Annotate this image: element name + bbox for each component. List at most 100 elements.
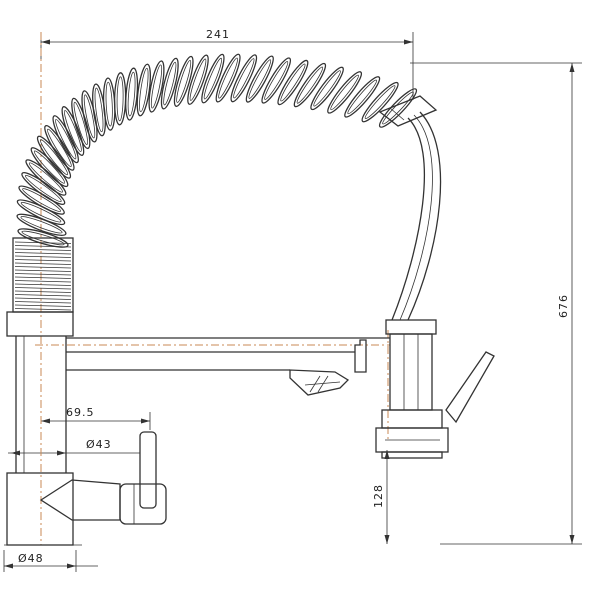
coil-top-holder [378,95,438,127]
coil-loop-inner [127,71,136,117]
spray-lever [445,351,495,424]
dimension-label-69-5: 69.5 [66,406,95,419]
coil-loop-inner [203,57,223,100]
coil-loop [378,88,418,128]
coil-loop-inner [150,64,163,109]
coil-loop-inner [22,188,62,212]
coil-loop-inner [189,58,207,101]
coil-loop [293,62,327,108]
coil-loop-inner [233,58,255,99]
sleeve-rib [14,245,72,248]
sleeve-rib [14,262,72,265]
sleeve-rib [14,283,72,286]
coil-loop-inner [280,63,306,102]
dimension-label-diameter-43: Ø43 [86,438,112,451]
coil-loop [21,172,66,205]
coil-loop-inner [264,61,289,100]
coil-loop-inner [20,201,62,223]
coil-loop [136,63,152,117]
sleeve-rib [14,252,72,255]
coil-loop-inner [116,76,124,122]
coil-loop-inner [64,110,82,152]
sleeve-rib [14,297,72,300]
coil-loop-inner [347,79,378,115]
dimension-diameter-48: Ø48 [3,550,98,572]
collar [6,311,74,337]
dimension-diameter-43: Ø43 [8,438,140,456]
dimension-height-total: 676 [410,62,582,545]
dimension-spout-height: 128 [372,450,390,544]
coil-loop [44,125,75,171]
coil-loop [173,55,194,107]
coil-loop [261,57,292,104]
coil-loop-inner [47,128,72,168]
coil-loop-inner [330,74,359,111]
sleeve-rib [14,255,72,258]
sleeve-rib [14,301,72,304]
coil-loop-inner [296,66,324,104]
coil-loop-inner [94,87,104,133]
coil-loop [344,76,381,118]
sleeve-rib [14,280,72,283]
coil-loop-inner [313,70,341,107]
coil-loop [102,77,116,131]
sleeve-rib [14,276,72,279]
sleeve-rib [14,269,72,272]
sleeve-rib [14,273,72,276]
coil-loop [277,59,309,106]
coil-loop-inner [24,175,62,202]
sleeve-rib [14,308,72,311]
sleeve-rib [14,259,72,262]
coil-loop [25,159,67,196]
dimension-label-241: 241 [206,28,230,41]
spout-arm [66,337,390,396]
sleeve-rib [14,294,72,297]
sleeve-rib [14,290,72,293]
coil-loop [187,54,209,105]
coil-loop [148,60,165,113]
coil-loop-inner [176,59,192,103]
coil-loop [61,106,85,156]
coil-loop-inner [248,59,272,99]
main-column [15,336,67,473]
coil-loop [17,228,69,248]
coil-loop-inner [83,94,96,139]
sleeve-rib [14,266,72,269]
sleeve-rib [14,304,72,307]
coil-loop-inner [139,67,149,113]
coil-loop [215,53,241,103]
coil-loop-inner [364,85,396,119]
coil-loop-inner [55,119,77,160]
dimension-handle-offset: 69.5 [41,406,151,430]
coil-loop-inner [28,162,63,193]
sleeve-rib [14,287,72,290]
dimension-width-top: 241 [40,28,414,100]
coil-loop [160,57,179,110]
coil-loop [361,81,399,123]
coil-loop-inner [73,101,88,145]
coil-loop [245,55,274,103]
coil-loop-inner [163,61,177,106]
coil-loop [113,72,127,126]
dimension-label-diameter-48: Ø48 [18,552,44,565]
coil-loop-inner [33,150,66,184]
coil-loop [36,135,72,179]
coil-loop [230,54,258,103]
spring-sleeve [12,237,74,313]
coil-loop-inner [105,81,113,127]
coil-loop [71,97,91,150]
coil-loop [201,53,225,104]
coil-loop [52,115,79,164]
coil-loop [81,90,98,143]
dimension-label-128: 128 [372,484,385,508]
coil-loop-inner [21,230,65,246]
hose [391,111,442,321]
sleeve-rib [14,248,72,251]
spray-head [375,319,449,459]
coil-loop-inner [218,57,238,99]
sleeve-rib [14,241,72,244]
coil-loop [30,147,69,188]
coil-loop-inner [39,139,69,176]
coil-loop-inner [20,216,63,234]
